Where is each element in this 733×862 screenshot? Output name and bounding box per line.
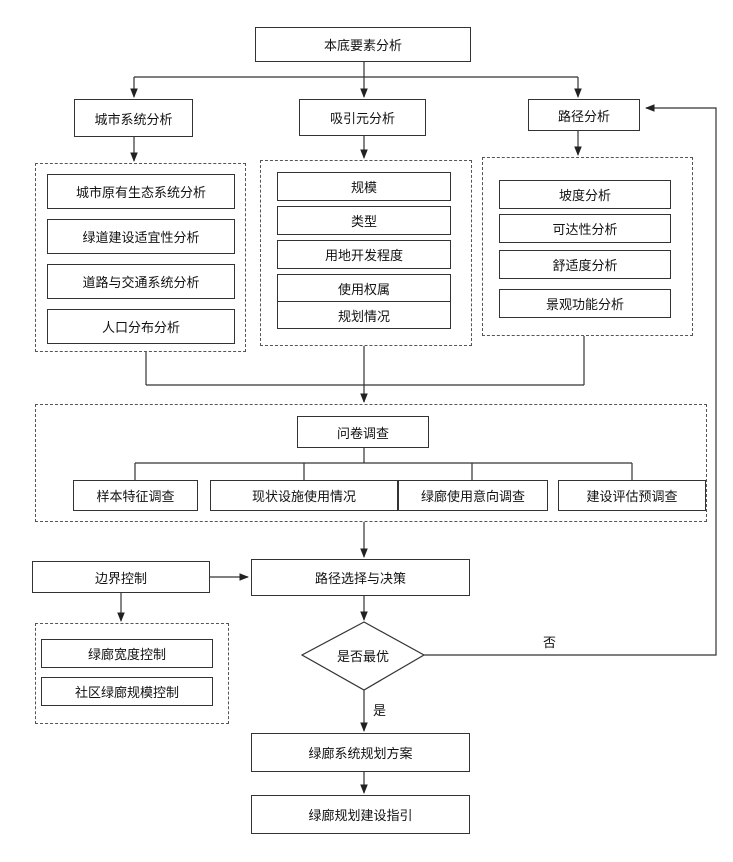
attractor-item: 用地开发程度 [277,240,451,269]
path-item-label: 坡度分析 [558,189,611,204]
path-item: 舒适度分析 [499,250,671,279]
city-item: 绿道建设适宜性分析 [47,219,235,254]
survey-item: 现状设施使用情况 [210,480,398,511]
attractor-title: 吸引元分析 [329,112,395,127]
path-item-label: 景观功能分析 [545,298,624,313]
attractor-item-label: 规模 [350,181,377,196]
top-label: 本底要素分析 [323,39,402,54]
boundary-item-label: 绿廊宽度控制 [87,648,166,663]
attractor-item-label: 规划情况 [337,309,390,325]
survey-item-label: 样本特征调查 [96,490,175,505]
boundary-item-label: 社区绿廊规模控制 [74,686,179,701]
city-item: 人口分布分析 [47,309,235,344]
path-item: 可达性分析 [499,214,671,243]
survey-item: 建设评估预调查 [558,480,706,511]
optimal-label: 是否最优 [336,649,389,665]
path-group [482,157,693,336]
boundary-item: 社区绿廊规模控制 [41,677,213,706]
path-item-label: 可达性分析 [552,223,618,238]
survey-item-label: 建设评估预调查 [586,490,678,505]
attractor-item-label: 类型 [350,215,377,230]
attractor-title-box: 吸引元分析 [299,99,426,136]
attractor-item-label: 使用权属 [337,283,390,298]
path-title: 路径分析 [557,109,610,125]
city-item-label: 道路与交通系统分析 [82,276,200,291]
boundary-title: 边界控制 [94,571,147,587]
attractor-item-label: 用地开发程度 [324,249,403,264]
boundary-item: 绿廊宽度控制 [41,639,213,668]
path-title-box: 路径分析 [528,99,640,131]
no-label: 否 [543,636,557,651]
top-box: 本底要素分析 [255,27,471,62]
attractor-item: 类型 [277,206,451,235]
path-item: 坡度分析 [499,180,671,209]
attractor-item: 规模 [277,172,451,201]
yes-label: 是 [373,704,387,719]
city-group [35,163,246,352]
city-item-label: 绿道建设适宜性分析 [82,231,200,246]
attractor-item: 使用权属 [277,274,451,303]
plan-box: 绿廊系统规划方案 [251,733,470,772]
city-title: 城市系统分析 [94,112,173,128]
survey-item-label: 绿廊使用意向调查 [420,490,525,505]
survey-item: 绿廊使用意向调查 [398,480,548,511]
city-title-box: 城市系统分析 [74,99,193,137]
survey-group [35,404,707,522]
decision-label: 路径选择与决策 [314,572,406,587]
city-item-label: 城市原有生态系统分析 [75,186,206,201]
guide-label: 绿廊规划建设指引 [308,809,413,824]
arrow-no-loop [424,104,717,656]
city-item-label: 人口分布分析 [101,321,180,336]
path-item-label: 舒适度分析 [552,259,618,274]
decision-box: 路径选择与决策 [251,559,470,596]
survey-title: 问卷调查 [336,426,389,442]
guide-box: 绿廊规划建设指引 [251,795,470,834]
survey-item: 样本特征调查 [73,480,198,511]
attractor-item: 规划情况 [277,301,451,329]
city-item: 城市原有生态系统分析 [47,174,235,209]
survey-title-box: 问卷调查 [297,416,429,448]
boundary-group [35,623,229,724]
survey-item-label: 现状设施使用情况 [251,490,356,505]
city-item: 道路与交通系统分析 [47,264,235,299]
attractor-group [260,160,472,346]
plan-label: 绿廊系统规划方案 [308,747,413,762]
boundary-title-box: 边界控制 [32,561,210,593]
path-item: 景观功能分析 [499,289,671,318]
